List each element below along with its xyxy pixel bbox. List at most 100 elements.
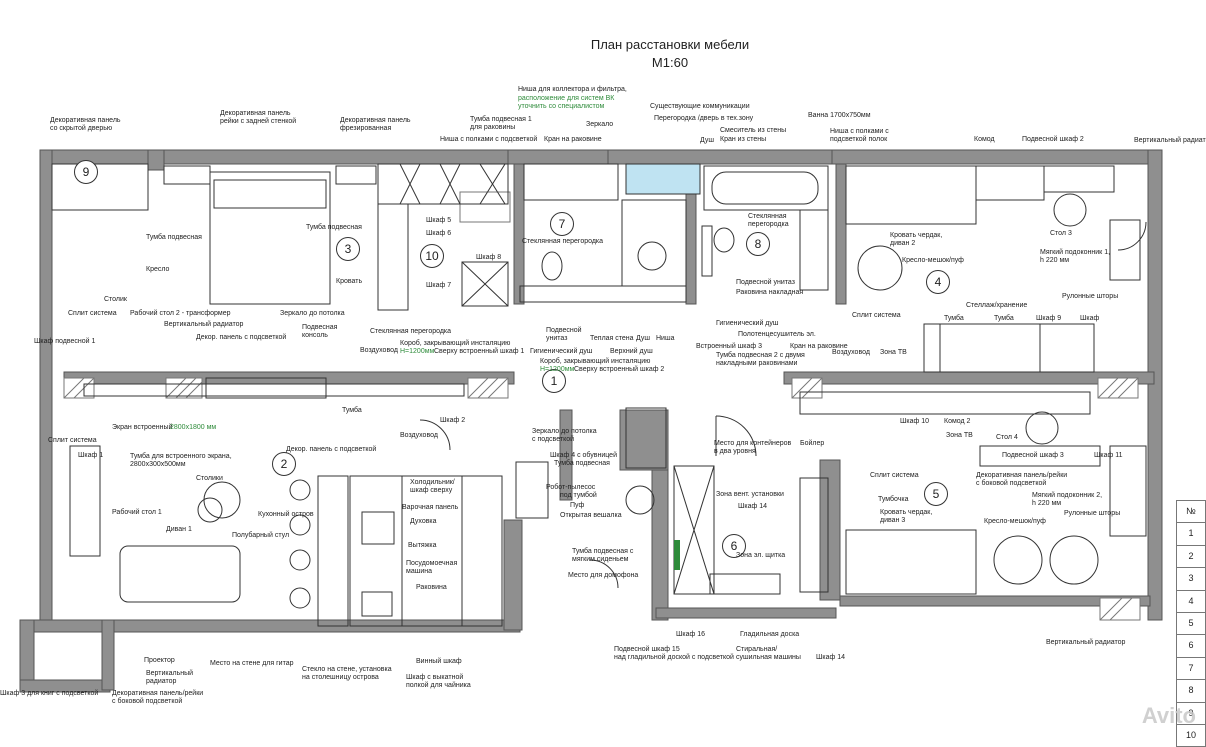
label: Н=1200мм — [540, 366, 575, 373]
label: Тумба — [342, 407, 362, 414]
label: Полотенцесушитель эл. — [738, 331, 816, 338]
label: Сплит система — [48, 437, 97, 444]
label: с боковой подсветкой — [976, 480, 1047, 487]
label: Сплит система — [68, 310, 117, 317]
label: Место для контейнеров — [714, 440, 792, 447]
room-number-5: 5 — [924, 482, 948, 506]
label: Стекло на стене, установка — [302, 666, 392, 673]
label: Зона ТВ — [946, 432, 973, 439]
label: Зона эл. щитка — [736, 552, 786, 559]
label: Шкаф 9 — [1036, 315, 1062, 322]
label: Шкаф 14 — [816, 654, 846, 661]
label: фрезированная — [340, 125, 392, 132]
label: Декоративная панель — [50, 117, 121, 124]
label: Тумба подвесная с — [572, 548, 634, 555]
label: на столешницу острова — [302, 674, 379, 681]
label: Шкаф 5 — [426, 217, 452, 224]
label: Зона вент. установки — [716, 491, 784, 498]
label: Шкаф — [1080, 315, 1100, 322]
label: 2800х1800 мм — [170, 424, 217, 431]
label: Подвесная — [302, 324, 338, 331]
room-number-9: 9 — [74, 160, 98, 184]
label: Вертикальный радиатор — [164, 321, 244, 328]
label: Кровать — [336, 278, 363, 285]
label: Проектор — [144, 657, 175, 664]
label: Посудомоечная — [406, 560, 458, 567]
label: Мягкий подоконник 1, — [1040, 249, 1111, 256]
label: шкаф сверху — [410, 487, 453, 494]
label: Тумба для встроенного экрана, — [130, 453, 232, 460]
room-number-6: 6 — [722, 534, 746, 558]
label: Вытяжка — [408, 542, 437, 549]
room-number-10: 10 — [420, 244, 444, 268]
room-number-1: 1 — [542, 369, 566, 393]
label: Место для домофона — [568, 572, 639, 579]
label: Варочная панель — [402, 504, 459, 511]
legend-row: 6 — [1176, 635, 1206, 658]
label: Кухонный остров — [258, 511, 314, 518]
label: Бойлер — [800, 440, 825, 447]
label: полкой для чайника — [406, 682, 471, 689]
label: Тумба подвесная 2 с двумя — [716, 352, 805, 359]
label: 2800х300х500мм — [130, 461, 186, 468]
label: Стол 4 — [996, 434, 1018, 441]
label: Воздуховод — [400, 432, 438, 439]
label: Шкаф 6 — [426, 230, 452, 237]
label: Н=1200мм — [400, 348, 435, 355]
label: расположение для систем ВК — [518, 95, 615, 102]
label: Ванна 1700х750мм — [808, 112, 871, 119]
label: Комод 2 — [944, 418, 971, 425]
label: Стеклянная — [748, 213, 787, 220]
label: Гладильная доска — [740, 631, 800, 638]
label: со скрытой дверью — [50, 125, 113, 132]
label: с подсветкой — [532, 436, 575, 443]
label: Тумба подвесная — [554, 460, 610, 467]
label: Шкаф подвесной 1 — [34, 338, 96, 345]
label: Стеллаж/хранение — [966, 302, 1028, 309]
label: Смеситель из стены — [720, 127, 787, 134]
label: Зона ТВ — [880, 349, 907, 356]
label: Зеркало до потолка — [280, 310, 345, 317]
label: Ниша — [656, 335, 675, 342]
label: подсветкой полок — [830, 136, 888, 143]
label: Шкаф 10 — [900, 418, 930, 425]
label: Духовка — [410, 518, 437, 525]
label: Сплит система — [870, 472, 919, 479]
legend-row: 4 — [1176, 590, 1206, 613]
label: Винный шкаф — [416, 658, 462, 665]
label: Шкаф 14 — [738, 503, 768, 510]
label: Столики — [196, 475, 223, 482]
label: Воздуховод — [360, 347, 398, 354]
label: Шкаф 2 — [440, 417, 466, 424]
label: Раковина накладная — [736, 289, 804, 296]
label: Рабочий стол 1 — [112, 509, 162, 516]
label: консоль — [302, 332, 328, 339]
label: Робот-пылесос — [546, 484, 596, 491]
label: Столик — [104, 296, 127, 303]
label: Перегородка /дверь в тех.зону — [654, 115, 754, 122]
label: Полубарный стул — [232, 532, 290, 539]
label: Ниша с полками с подсветкой — [440, 136, 538, 143]
label: Пуф — [570, 502, 585, 509]
label: Ниша с полками с — [830, 128, 889, 135]
room-number-8: 8 — [746, 232, 770, 256]
room-number-3: 3 — [336, 237, 360, 261]
label: Стеклянная перегородка — [522, 238, 604, 245]
label: Тумба — [994, 315, 1014, 322]
label: Кровать чердак, — [880, 509, 933, 516]
plan-scale: М1:60 — [651, 55, 689, 70]
label: Подвесной шкаф 2 — [1022, 136, 1084, 143]
label: с боковой подсветкой — [112, 698, 183, 705]
label: для раковины — [470, 124, 516, 131]
room-number-4: 4 — [926, 270, 950, 294]
label: Экран встроенный — [112, 424, 173, 431]
label: в два уровня — [714, 448, 756, 455]
legend-row: 5 — [1176, 612, 1206, 636]
label: Подвесной — [546, 327, 582, 334]
label: диван 2 — [890, 240, 916, 247]
room-number-2: 2 — [272, 452, 296, 476]
label: Кресло — [146, 266, 170, 273]
label: Гигиенический душ — [716, 320, 779, 327]
